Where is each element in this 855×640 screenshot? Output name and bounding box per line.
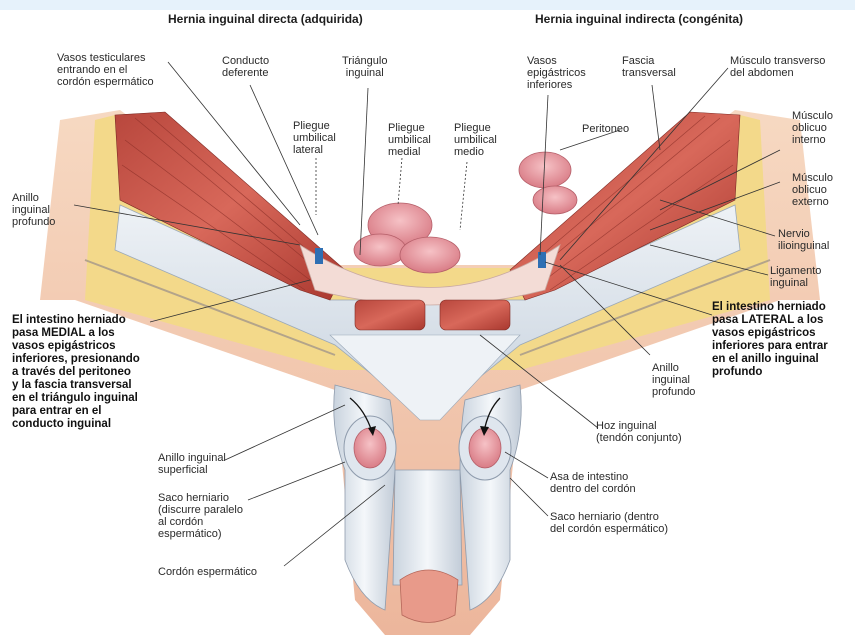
label-pliegue-medio: Pliegue umbilical medio (454, 122, 497, 158)
label-peritoneo: Peritoneo (582, 123, 629, 135)
label-pliegue-lateral: Pliegue umbilical lateral (293, 120, 336, 156)
label-anillo-profundo-izq: Anillo inguinal profundo (12, 192, 55, 228)
header-direct-hernia: Hernia inguinal directa (adquirida) (168, 12, 363, 26)
label-vasos-testiculares: Vasos testiculares entrando en el cordón… (57, 52, 154, 88)
label-triangulo-inguinal: Triángulo inguinal (342, 55, 387, 79)
label-asa-intestino: Asa de intestino dentro del cordón (550, 471, 636, 495)
right-rectus (440, 300, 510, 330)
intestine-loops-right (519, 152, 577, 214)
label-cordon-espermatico: Cordón espermático (158, 566, 257, 578)
intestine-loops-center (354, 203, 460, 273)
label-conducto-deferente: Conducto deferente (222, 55, 269, 79)
top-band (0, 0, 855, 10)
label-anillo-profundo-der: Anillo inguinal profundo (652, 362, 695, 398)
label-fascia-transversal: Fascia transversal (622, 55, 676, 79)
note-medial-herniation: El intestino herniado pasa MEDIAL a los … (12, 314, 140, 431)
label-anillo-superficial: Anillo inguinal superficial (158, 452, 226, 476)
right-epigastric-vessels (538, 252, 546, 268)
label-musculo-oblicuo-interno: Músculo oblicuo interno (792, 110, 833, 146)
left-epigastric-vessels (315, 248, 323, 264)
penis-shaft (393, 470, 462, 585)
header-indirect-hernia: Hernia inguinal indirecta (congénita) (535, 12, 743, 26)
glans (400, 570, 458, 623)
label-saco-herniario-izq: Saco herniario (discurre paralelo al cor… (158, 492, 243, 540)
label-musculo-oblicuo-externo: Músculo oblicuo externo (792, 172, 833, 208)
note-lateral-herniation: El intestino herniado pasa LATERAL a los… (712, 301, 828, 379)
label-nervio-ilioinguinal: Nervio ilioinguinal (778, 228, 829, 252)
left-rectus (355, 300, 425, 330)
label-vasos-epigastricos: Vasos epigástricos inferiores (527, 55, 586, 91)
label-ligamento-inguinal: Ligamento inguinal (770, 265, 821, 289)
left-herniated-bowel (354, 428, 386, 468)
label-musculo-transverso: Músculo transverso del abdomen (730, 55, 825, 79)
label-saco-herniario-der: Saco herniario (dentro del cordón esperm… (550, 511, 668, 535)
label-pliegue-medial: Pliegue umbilical medial (388, 122, 431, 158)
label-hoz-inguinal: Hoz inguinal (tendón conjunto) (596, 420, 682, 444)
